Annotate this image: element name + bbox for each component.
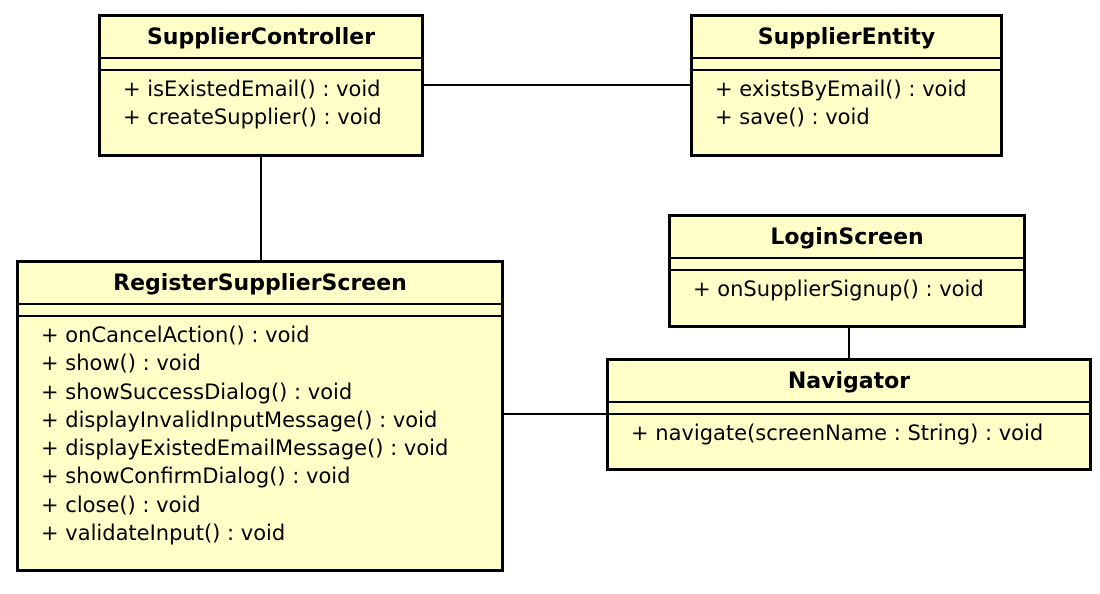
attributes-compartment bbox=[671, 259, 1023, 271]
attributes-compartment bbox=[19, 305, 501, 317]
operation: + displayInvalidInputMessage() : void bbox=[41, 407, 438, 432]
class-name: LoginScreen bbox=[671, 217, 1023, 259]
operation: + showSuccessDialog() : void bbox=[41, 379, 353, 404]
operation: + close() : void bbox=[41, 492, 201, 517]
class-login-screen[interactable]: LoginScreen + onSupplierSignup() : void bbox=[668, 214, 1026, 328]
operations-compartment: + isExistedEmail() : void + createSuppli… bbox=[101, 71, 421, 132]
class-register-supplier-screen[interactable]: RegisterSupplierScreen + onCancelAction(… bbox=[16, 260, 504, 572]
operation: + validateInput() : void bbox=[41, 521, 286, 546]
operation: + existsByEmail() : void bbox=[715, 77, 967, 101]
class-name: Navigator bbox=[609, 361, 1089, 403]
operation: + isExistedEmail() : void bbox=[123, 77, 381, 101]
operation: + onCancelAction() : void bbox=[41, 323, 310, 347]
operations-compartment: + navigate(screenName : String) : void bbox=[609, 415, 1089, 447]
operation: + save() : void bbox=[715, 105, 870, 130]
attributes-compartment bbox=[609, 403, 1089, 415]
class-navigator[interactable]: Navigator + navigate(screenName : String… bbox=[606, 358, 1092, 471]
operation: + createSupplier() : void bbox=[123, 105, 382, 130]
class-supplier-entity[interactable]: SupplierEntity + existsByEmail() : void … bbox=[690, 14, 1003, 157]
operations-compartment: + onCancelAction() : void + show() : voi… bbox=[19, 317, 501, 547]
operations-compartment: + existsByEmail() : void + save() : void bbox=[693, 71, 1000, 132]
class-name: SupplierEntity bbox=[693, 17, 1000, 59]
operation: + showConfirmDialog() : void bbox=[41, 464, 351, 489]
attributes-compartment bbox=[101, 59, 421, 71]
operation: + navigate(screenName : String) : void bbox=[631, 421, 1044, 445]
class-name: RegisterSupplierScreen bbox=[19, 263, 501, 305]
class-name: SupplierController bbox=[101, 17, 421, 59]
operation: + show() : void bbox=[41, 351, 201, 376]
operations-compartment: + onSupplierSignup() : void bbox=[671, 271, 1023, 303]
attributes-compartment bbox=[693, 59, 1000, 71]
operation: + onSupplierSignup() : void bbox=[693, 277, 984, 301]
operation: + displayExistedEmailMessage() : void bbox=[41, 436, 449, 461]
class-supplier-controller[interactable]: SupplierController + isExistedEmail() : … bbox=[98, 14, 424, 157]
